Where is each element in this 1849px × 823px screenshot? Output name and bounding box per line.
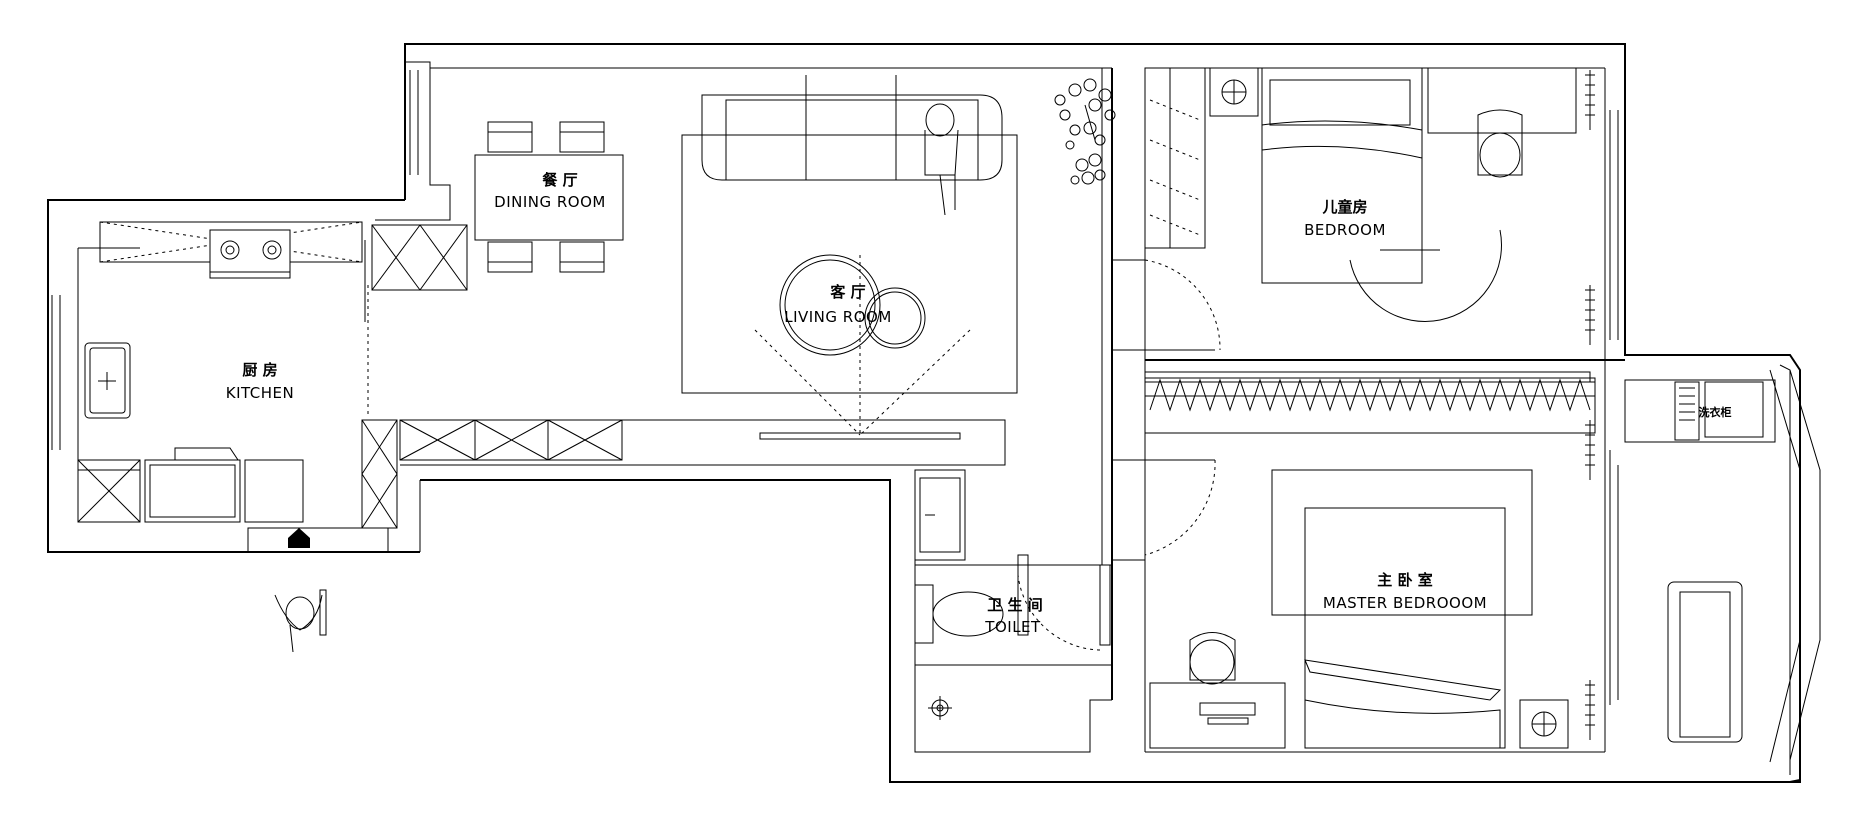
entrance-arrow-icon [288,528,310,538]
corridor-cabinets [399,419,623,461]
plant-icon [1070,153,1106,185]
toilet-label-en: TOILET [984,618,1041,636]
room-labels: 餐 厅 DINING ROOM 客 厅 LIVING ROOM 厨 房 KITC… [226,171,1732,636]
kitchen-label-zh: 厨 房 [242,361,277,379]
pillow [1269,79,1411,126]
bed-frame [1271,469,1533,616]
nightstand [1519,699,1569,749]
dining-chair-back [559,241,605,263]
cabinet [371,224,468,291]
plant-icon [1054,78,1116,150]
sofa-cushion [805,99,897,181]
living-area [681,75,1116,440]
treadmill [1667,581,1743,743]
door-swing [1144,259,1221,351]
sofa-cushion [895,99,979,181]
desk [1427,67,1577,134]
dining-room-label-zh: 餐 厅 [542,171,577,189]
dining-chair [487,261,533,273]
dining-room-label-en: DINING ROOM [494,193,606,211]
cabinet [361,419,398,529]
sink [84,342,131,419]
rug-arc [1349,229,1502,322]
toilet-bowl [932,591,1004,637]
person-icon [925,103,955,137]
sofa [701,94,1003,181]
door-swing [1144,459,1216,556]
gas-stove [209,229,291,279]
kitchen-label-en: KITCHEN [226,384,295,402]
outer-walls [47,43,1821,783]
child-bedroom-label-zh: 儿童房 [1321,198,1367,216]
coffee-table-large [779,254,881,356]
laundry-area [1609,379,1776,743]
burner-icon [220,240,240,260]
child-bedroom-label-en: BEDROOM [1304,221,1386,239]
wardrobe [1144,67,1206,249]
kitchen-area [77,221,468,653]
bed [1261,67,1423,284]
coffee-table-small [864,287,926,349]
dining-chair-back [487,131,533,153]
master-bedroom-label-en: MASTER BEDROOOM [1323,594,1487,612]
area-rug [681,134,1018,394]
tv-cabinet [759,432,961,440]
wardrobe [1144,377,1596,434]
toilet-label-zh: 卫 生 间 [987,596,1042,614]
living-room-label-zh: 客 厅 [829,283,865,301]
toilet-area [914,469,1111,720]
laundry-cabinet-label: 洗衣柜 [1699,405,1732,419]
cabinet [77,459,141,523]
person-icon [1189,639,1235,685]
dining-chair-back [559,131,605,153]
appliance [144,459,241,523]
burner-icon [262,240,282,260]
entrance [247,527,389,553]
washbasin [914,469,966,561]
sofa-cushion [725,99,807,181]
keyboard-icon [1199,702,1256,716]
dining-chair [559,261,605,273]
laundry-cabinet [1674,381,1700,441]
dining-area [474,121,624,273]
person-icon [1479,132,1521,178]
person-icon [285,596,315,630]
dining-table [474,154,624,241]
dining-chair [487,121,533,133]
door-swing [1017,574,1101,651]
pillow [1304,699,1501,749]
washing-machine [1704,381,1764,438]
dining-chair-back [487,241,533,263]
master-bedroom [1112,377,1596,749]
master-bedroom-label-zh: 主 卧 室 [1377,571,1432,589]
radiator [1585,70,1595,740]
living-room-label-en: LIVING ROOM [784,308,892,326]
dining-chair [559,121,605,133]
toilet-tank [914,584,934,644]
nightstand [1209,67,1259,117]
child-bedroom [1112,67,1577,351]
